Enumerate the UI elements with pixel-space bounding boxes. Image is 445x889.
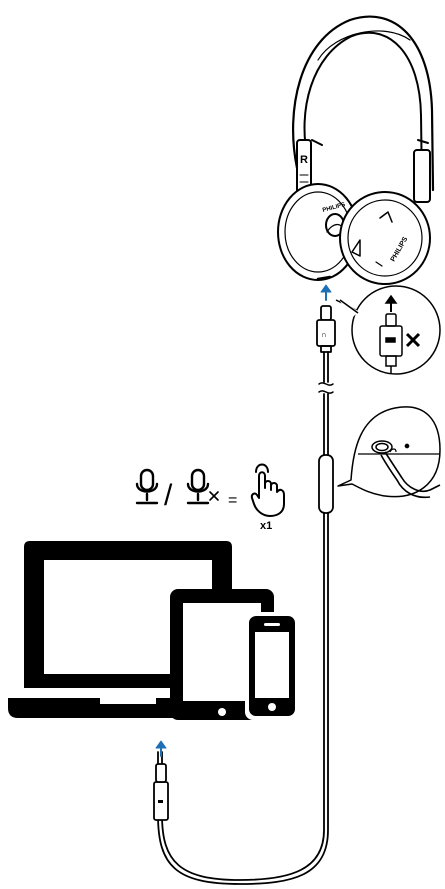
brand-logo-left: PHILIPS [322, 202, 346, 214]
equals-sign: = [228, 492, 237, 509]
close-x-icon [405, 332, 421, 348]
usb-c-cable: ∩ [153, 284, 336, 885]
button-press-callout [337, 406, 441, 499]
press-count: x1 [260, 520, 272, 532]
right-earcup: PHILIPS [339, 191, 431, 285]
tap-finger-icon [250, 463, 285, 517]
headphones: R PHILIPS PHILIPS [277, 15, 435, 285]
separator-slash: / [164, 479, 173, 512]
mic-toggle-instruction: / = x1 [135, 463, 285, 532]
headphone-jack-icon: ∩ [321, 330, 327, 339]
devices [8, 541, 299, 720]
smartphone-icon [245, 612, 299, 720]
side-marker: R [300, 154, 308, 166]
microphone-muted-icon [186, 468, 219, 505]
usb-plug-callout [335, 285, 441, 375]
microphone-icon [135, 468, 159, 505]
